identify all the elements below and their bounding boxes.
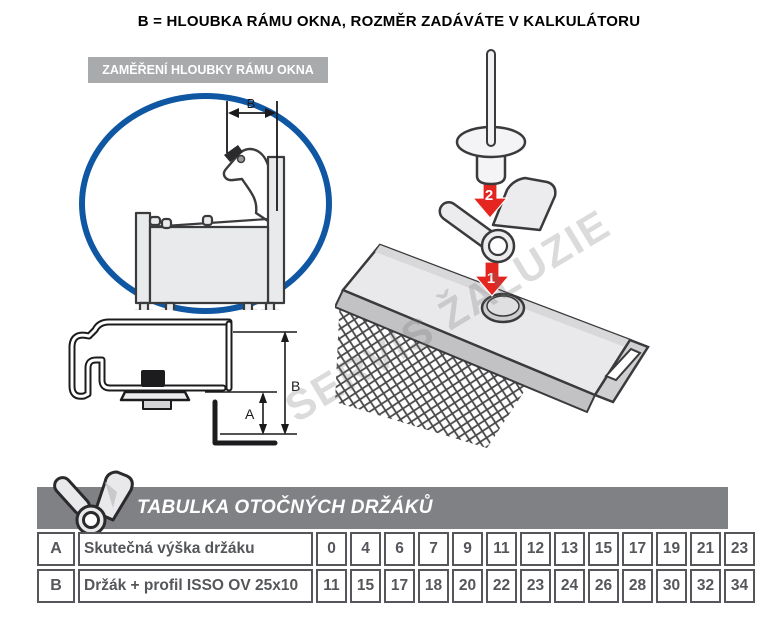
- l-profile-shape: [212, 399, 278, 446]
- holders-table: A Skutečná výška držáku 0 4 6 7 9 11 12 …: [34, 529, 758, 606]
- table-cell: 28: [622, 569, 653, 603]
- table-cell: 0: [316, 532, 347, 566]
- row-letter: A: [37, 532, 75, 566]
- table-cell: 15: [588, 532, 619, 566]
- table-cell: 11: [486, 532, 517, 566]
- step-2-label: 2: [485, 187, 493, 204]
- assembly-illustration: 1 2: [335, 49, 650, 448]
- table-row: A Skutečná výška držáku 0 4 6 7 9 11 12 …: [37, 532, 755, 566]
- table-cell: 6: [384, 532, 415, 566]
- table-cell: 7: [418, 532, 449, 566]
- window-profile-diagram: B: [134, 96, 286, 310]
- table-cell: 20: [452, 569, 483, 603]
- profile-box: [335, 243, 650, 414]
- table-cell: 12: [520, 532, 551, 566]
- bolt-detail: [141, 370, 165, 387]
- gasket-detail: [224, 145, 243, 162]
- holder-bracket-diagram: B A: [68, 318, 300, 446]
- table-cell: 30: [656, 569, 687, 603]
- table-cell: 32: [690, 569, 721, 603]
- table-cell: 11: [316, 569, 347, 603]
- table-cell: 23: [520, 569, 551, 603]
- rivet-icon: [455, 49, 527, 186]
- dim-b-arrows: [226, 101, 278, 211]
- metal-bracket-shape: [68, 318, 278, 446]
- page-title: B = HLOUBKA RÁMU OKNA, ROZMĚR ZADÁVÁTE V…: [137, 13, 641, 30]
- table-cell: 13: [554, 532, 585, 566]
- table-cell: 21: [690, 532, 721, 566]
- table-header-bar: TABULKA OTOČNÝCH DRŽÁKŮ: [37, 470, 728, 536]
- table-cell: 15: [350, 569, 381, 603]
- row-label: Držák + profil ISSO OV 25x10: [78, 569, 313, 603]
- table-cell: 24: [554, 569, 585, 603]
- step-1-arrow: 1: [473, 261, 511, 297]
- table-cell: 4: [350, 532, 381, 566]
- rotary-bracket-icon: [53, 470, 134, 536]
- rotary-bracket-shape: [438, 176, 557, 264]
- table-cell: 17: [384, 569, 415, 603]
- table-cell: 17: [622, 532, 653, 566]
- table-cell: 18: [418, 569, 449, 603]
- table-cell: 26: [588, 569, 619, 603]
- step-1-label: 1: [487, 270, 495, 287]
- row-label: Skutečná výška držáku: [78, 532, 313, 566]
- table-cell: 34: [724, 569, 755, 603]
- table-row: B Držák + profil ISSO OV 25x10 11 15 17 …: [37, 569, 755, 603]
- table-cell: 9: [452, 532, 483, 566]
- dim-b-label: B: [247, 96, 256, 111]
- table-cell: 23: [724, 532, 755, 566]
- dim-ab-arrows: [205, 331, 297, 435]
- dim-b-label: B: [291, 378, 300, 394]
- table-title: TABULKA OTOČNÝCH DRŽÁKŮ: [137, 497, 433, 518]
- table-cell: 22: [486, 569, 517, 603]
- table-cell: 19: [656, 532, 687, 566]
- measurement-caption: ZAMĚŘENÍ HLOUBKY RÁMU OKNA: [88, 57, 328, 83]
- row-letter: B: [37, 569, 75, 603]
- pvc-profile-shape: [134, 145, 286, 310]
- dim-a-label: A: [245, 406, 255, 422]
